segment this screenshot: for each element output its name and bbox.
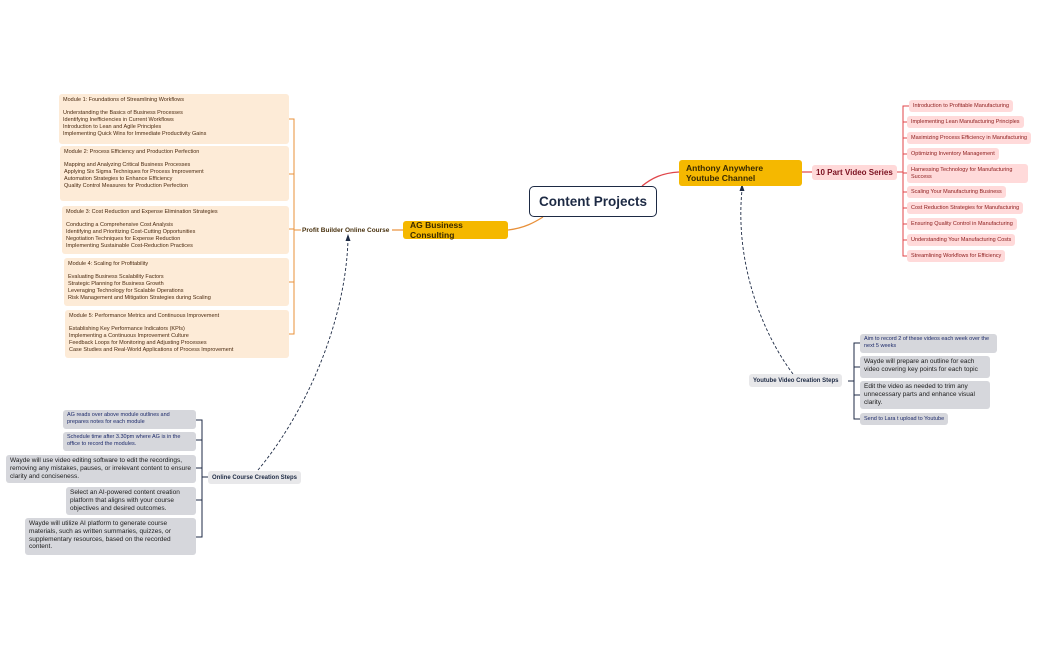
module-item: Negotiation Techniques for Expense Reduc… [66,235,181,242]
module-item: Introduction to Lean and Agile Principle… [63,123,162,130]
module-item: Quality Control Measures for Production … [64,182,189,189]
video-item-1[interactable]: Introduction to Profitable Manufacturing [909,100,1014,112]
youtube-step-2[interactable]: Wayde will prepare an outline for each v… [860,356,990,378]
module-item: Automation Strategies to Enhance Efficie… [64,175,173,182]
video-item-5[interactable]: Harnessing Technology for Manufacturing … [907,164,1028,183]
module-card-2[interactable]: Module 2: Process Efficiency and Product… [60,146,289,201]
youtube-step-4[interactable]: Send to Lara t upload to Youtube [860,413,949,425]
module-title: Module 2: Process Efficiency and Product… [64,149,200,155]
module-item: Identifying and Prioritizing Cost-Cuttin… [66,229,196,236]
module-title: Module 1: Foundations of Streamlining Wo… [63,97,184,103]
module-item: Establishing Key Performance Indicators … [69,326,185,333]
module-card-4[interactable]: Module 4: Scaling for Profitability Eval… [64,258,289,306]
module-title: Module 4: Scaling for Profitability [68,261,149,267]
module-item: Leveraging Technology for Scalable Opera… [68,287,184,294]
youtube-steps-node[interactable]: Youtube Video Creation Steps [749,374,843,387]
module-item: Identifying Inefficiencies in Current Wo… [63,117,174,124]
course-step-3[interactable]: Wayde will use video editing software to… [6,455,196,483]
module-title: Module 5: Performance Metrics and Contin… [69,313,220,319]
youtube-step-1[interactable]: Aim to record 2 of these videos each wee… [860,334,997,353]
video-series-node[interactable]: 10 Part Video Series [812,165,897,180]
module-item: Case Studies and Real-World Applications… [69,346,234,353]
module-item: Applying Six Sigma Techniques for Proces… [64,169,204,176]
video-item-6[interactable]: Scaling Your Manufacturing Business [907,186,1006,198]
video-item-4[interactable]: Optimizing Inventory Management [907,148,999,160]
module-card-5[interactable]: Module 5: Performance Metrics and Contin… [65,310,289,358]
video-item-2[interactable]: Implementing Lean Manufacturing Principl… [907,116,1024,128]
module-item: Implementing Quick Wins for Immediate Pr… [63,130,207,137]
module-card-3[interactable]: Module 3: Cost Reduction and Expense Eli… [62,206,289,254]
module-item: Evaluating Business Scalability Factors [68,274,164,281]
course-step-5[interactable]: Wayde will utilize AI platform to genera… [25,518,196,555]
video-item-9[interactable]: Understanding Your Manufacturing Costs [907,234,1016,246]
course-step-2[interactable]: Schedule time after 3.30pm where AG is i… [63,432,196,451]
video-item-10[interactable]: Streamlining Workflows for Efficiency [907,250,1006,262]
video-item-3[interactable]: Maximizing Process Efficiency in Manufac… [907,132,1032,144]
module-item: Understanding the Basics of Business Pro… [63,110,183,117]
youtube-channel-node[interactable]: Anthony Anywhere Youtube Channel [679,160,802,186]
ag-business-consulting-node[interactable]: AG Business Consulting [403,220,508,240]
module-item: Strategic Planning for Business Growth [68,281,164,288]
module-item: Feedback Loops for Monitoring and Adjust… [69,339,207,346]
module-item: Risk Management and Mitigation Strategie… [68,294,211,301]
module-title: Module 3: Cost Reduction and Expense Eli… [66,209,218,215]
module-item: Implementing a Continuous Improvement Cu… [69,333,189,340]
module-card-1[interactable]: Module 1: Foundations of Streamlining Wo… [59,94,289,144]
video-item-8[interactable]: Ensuring Quality Control in Manufacturin… [907,218,1017,230]
course-step-4[interactable]: Select an AI-powered content creation pl… [66,487,196,515]
central-topic[interactable]: Content Projects [529,186,657,217]
module-item: Mapping and Analyzing Critical Business … [64,162,191,169]
youtube-step-3[interactable]: Edit the video as needed to trim any unn… [860,381,990,409]
module-item: Conducting a Comprehensive Cost Analysis [66,222,174,229]
course-step-1[interactable]: AG reads over above module outlines and … [63,410,196,429]
online-course-steps-node[interactable]: Online Course Creation Steps [208,471,302,484]
video-item-7[interactable]: Cost Reduction Strategies for Manufactur… [907,202,1024,214]
module-item: Implementing Sustainable Cost-Reduction … [66,242,193,249]
profit-builder-course-node[interactable]: Profit Builder Online Course [302,226,390,234]
